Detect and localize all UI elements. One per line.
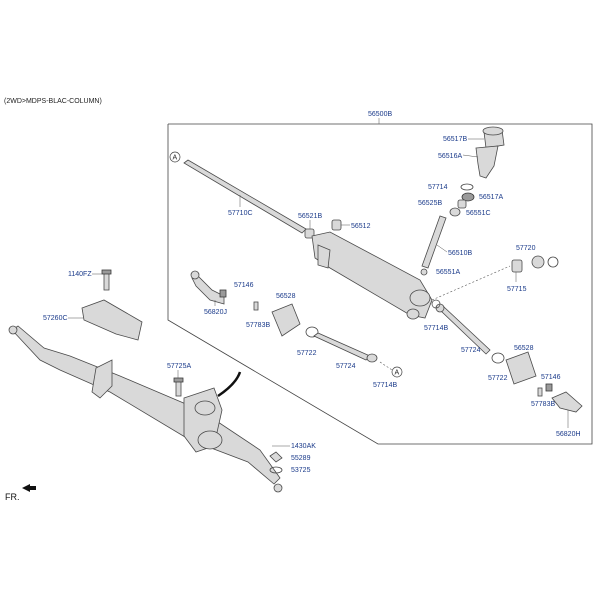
svg-text:56528[interactable]: 56528 (514, 345, 534, 352)
svg-text:1140FZ[interactable]: 1140FZ (68, 271, 92, 278)
svg-text:57720[interactable]: 57720 (516, 245, 536, 252)
spring-56525B: 56525B (418, 199, 467, 209)
svg-text:55289[interactable]: 55289 (291, 455, 311, 462)
ref-marker-a-bottom: A (391, 366, 403, 378)
rack-bar: 57710C (183, 159, 307, 234)
svg-text:57724[interactable]: 57724 (336, 363, 356, 370)
svg-text:57260C[interactable]: 57260C (43, 315, 68, 322)
pin-57783B-left: 57783B (246, 301, 270, 329)
svg-text:56517B[interactable]: 56517B (443, 136, 467, 143)
svg-text:56820H[interactable]: 56820H (556, 431, 581, 438)
svg-text:56516A[interactable]: 56516A (438, 153, 462, 160)
svg-text:57714[interactable]: 57714 (428, 184, 448, 191)
variant-header: (2WD>MDPS-BLAC-COLUMN) (4, 98, 102, 105)
svg-text:57722[interactable]: 57722 (297, 350, 317, 357)
svg-text:56521B[interactable]: 56521B (298, 213, 322, 220)
inner-tie-rod-57724-right: 57724 (435, 303, 491, 355)
svg-text:56517A[interactable]: 56517A (479, 194, 503, 201)
ref-dash-bottom (379, 361, 393, 371)
svg-text:A: A (173, 155, 178, 162)
exploded-view-frame (167, 123, 593, 445)
yoke-56551C: 56551C (449, 207, 491, 217)
svg-text:57146[interactable]: 57146 (234, 282, 254, 289)
arrow-icon (22, 484, 36, 492)
svg-text:56551A[interactable]: 56551A (436, 269, 460, 276)
svg-text:56528[interactable]: 56528 (276, 293, 296, 300)
svg-text:57715[interactable]: 57715 (507, 286, 527, 293)
gear-housing-exploded (311, 231, 433, 320)
bolt-56551A: 56551A (420, 268, 460, 276)
svg-text:57146[interactable]: 57146 (541, 374, 561, 381)
tie-rod-end-56820H: 56820H (551, 391, 583, 438)
label-56500B[interactable]: 56500B (368, 111, 392, 118)
ref-marker-a-top: A (169, 151, 181, 163)
pin-57783B-right: 57783B (531, 387, 555, 408)
ring-53725: 53725 (269, 466, 311, 474)
svg-text:53725[interactable]: 53725 (291, 467, 311, 474)
svg-text:A: A (395, 370, 400, 377)
parts-1430AK: 1430AK (272, 443, 316, 450)
label-57710C[interactable]: 57710C (228, 210, 253, 217)
svg-text:56551C[interactable]: 56551C (466, 210, 491, 217)
tie-rod-end-56820J: 56820J (190, 270, 227, 316)
svg-text:57722[interactable]: 57722 (488, 375, 508, 382)
lock-57714B-low: 57714B (373, 382, 397, 389)
exploded-pointer (217, 371, 242, 398)
svg-text:56510B[interactable]: 56510B (448, 250, 472, 257)
heat-shield-57260C: 57260C (43, 299, 143, 341)
clamp-57720: 57720 57715 (507, 245, 559, 293)
nut-57146-left: 57146 (219, 282, 254, 298)
lock-57714B-mid: 57714B (424, 299, 448, 332)
svg-text:56525B[interactable]: 56525B (418, 200, 442, 207)
svg-text:57783B[interactable]: 57783B (246, 322, 270, 329)
svg-text:57714B[interactable]: 57714B (424, 325, 448, 332)
svg-text:57783B[interactable]: 57783B (531, 401, 555, 408)
nut-56517A: 56517A (461, 192, 503, 202)
svg-text:57724[interactable]: 57724 (461, 347, 481, 354)
svg-text:57714B[interactable]: 57714B (373, 382, 397, 389)
cap-55289: 55289 (269, 451, 311, 463)
bushing-56512: 56512 (331, 219, 371, 231)
bolt-57725A: 57725A (167, 363, 191, 397)
clip-57722-right: 57722 (488, 352, 508, 382)
boot-56528-left: 56528 (271, 293, 301, 337)
svg-text:57725A[interactable]: 57725A (167, 363, 191, 370)
front-direction-indicator: FR. (5, 484, 36, 502)
svg-text:56820J[interactable]: 56820J (204, 309, 227, 316)
ring-57714-top: 57714 (428, 183, 474, 191)
cover-56516A: 56516A (438, 145, 499, 179)
pinion-56510B: 56510B (421, 215, 472, 269)
nut-57146-right: 57146 (541, 374, 561, 392)
boot-56528-right: 56528 (505, 345, 537, 385)
svg-text:1430AK[interactable]: 1430AK (291, 443, 316, 450)
clip-57722-left: 57722 (297, 326, 319, 357)
steering-gear-assembled (8, 325, 283, 493)
svg-text:56512[interactable]: 56512 (351, 223, 371, 230)
inner-tie-rod-57724-left: 57724 (313, 332, 378, 370)
seal-56517B: 56517B (443, 126, 505, 149)
svg-text:FR.: FR. (5, 492, 20, 502)
bolt-1140FZ: 1140FZ (68, 269, 112, 291)
